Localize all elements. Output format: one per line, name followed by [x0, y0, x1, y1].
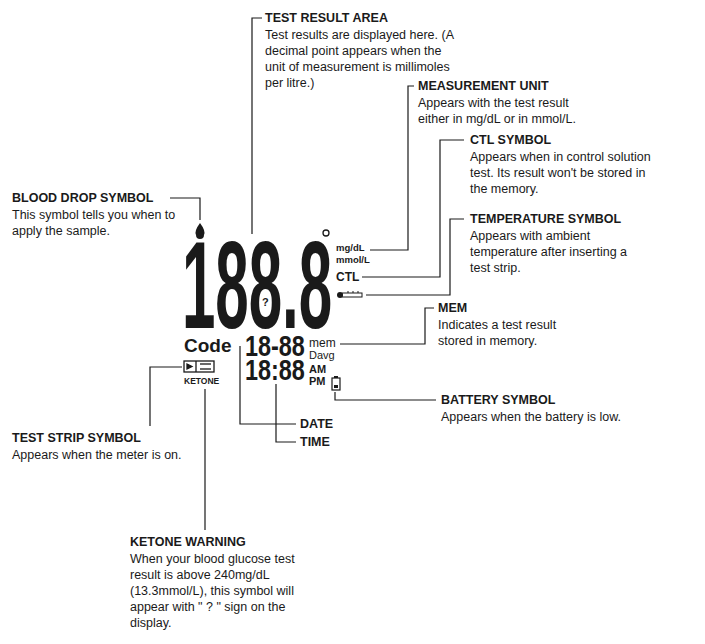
- leader-line: [335, 392, 436, 400]
- callout-heading: KETONE WARNING: [130, 534, 246, 550]
- test-strip-symbol: [184, 361, 214, 372]
- callout-heading: BATTERY SYMBOL: [441, 392, 555, 408]
- leader-lines: [150, 18, 464, 530]
- callout-heading: TEST RESULT AREA: [265, 10, 388, 26]
- lcd-ketone: KETONE: [184, 377, 219, 386]
- callout-heading: DATE: [300, 416, 333, 432]
- callout-text: Appears with the test result either in m…: [418, 95, 603, 127]
- lcd-question-mark: ?: [262, 297, 269, 308]
- lcd-am: AM: [309, 364, 326, 375]
- lcd-mem: mem: [309, 337, 336, 349]
- callout-heading: BLOOD DROP SYMBOL: [12, 190, 153, 206]
- leader-line: [362, 140, 464, 277]
- lcd-pm: PM: [309, 376, 326, 387]
- leader-line: [370, 86, 414, 250]
- lcd-time-digits: 18:88: [245, 355, 305, 385]
- leader-line: [366, 219, 464, 295]
- leader-line: [204, 389, 205, 530]
- callout-text: When your blood glucose test result is a…: [130, 551, 325, 631]
- callout-heading: TEMPERATURE SYMBOL: [470, 211, 621, 227]
- callout-heading: MEASUREMENT UNIT: [418, 78, 549, 94]
- lcd-davg: Davg: [309, 350, 335, 361]
- callout-text: Appears with ambient temperature after i…: [470, 228, 630, 276]
- leader-line: [340, 308, 434, 344]
- leader-line: [276, 384, 296, 442]
- lcd-code: Code: [184, 336, 232, 355]
- lcd-ctl: CTL: [336, 271, 359, 283]
- battery-symbol: [332, 376, 340, 390]
- callout-heading: CTL SYMBOL: [470, 132, 551, 148]
- callout-text: Appears when in control solution test. I…: [470, 149, 652, 197]
- temperature-symbol: [337, 291, 362, 298]
- lcd-unit: mmol/L: [336, 255, 370, 265]
- leader-line: [150, 367, 182, 426]
- callout-heading: MEM: [438, 300, 467, 316]
- callout-text: This symbol tells you when to apply the …: [12, 207, 182, 239]
- callout-text: Appears when the meter is on.: [12, 447, 182, 463]
- lcd-unit: mg/dL: [336, 243, 365, 253]
- lcd-result-digits: 188.8: [182, 222, 332, 347]
- callout-heading: TEST STRIP SYMBOL: [12, 430, 141, 446]
- callout-text: Appears when the battery is low.: [441, 409, 621, 425]
- leader-line: [252, 18, 262, 234]
- callout-heading: TIME: [300, 434, 330, 450]
- callout-text: Indicates a test result stored in memory…: [438, 317, 588, 349]
